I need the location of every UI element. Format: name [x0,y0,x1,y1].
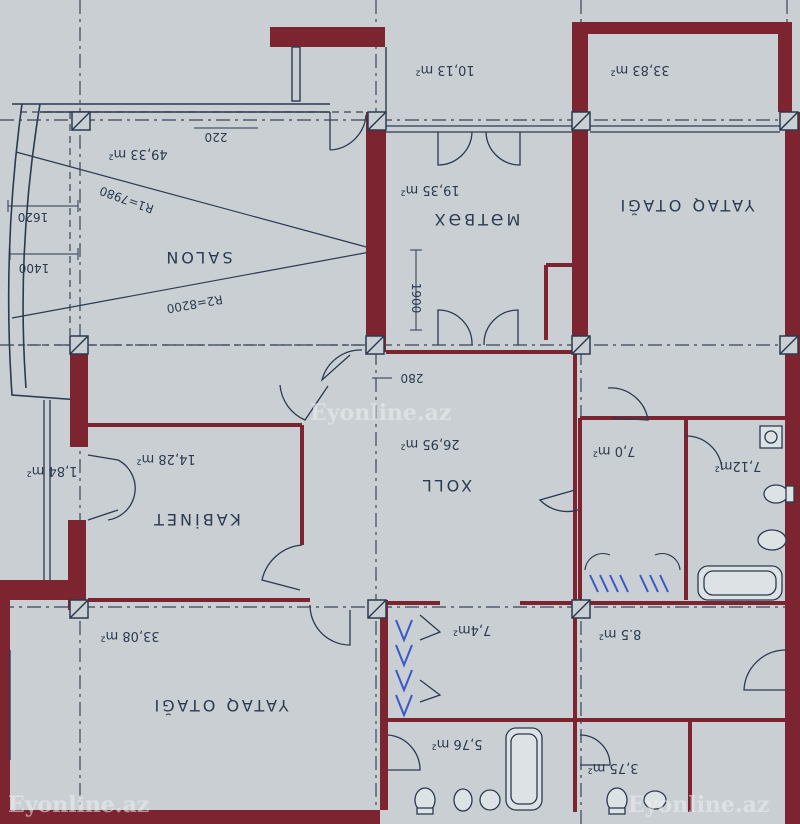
wall-left-low [68,520,86,610]
area-bath-small: 3,75 m² [588,760,639,775]
door-salon-hall [279,349,363,421]
watermark-center: Eyonline.az [310,400,451,426]
wall-right [785,112,800,824]
column [365,335,385,355]
toilet-icon [414,787,436,815]
column [71,111,91,131]
toilet-icon [763,484,795,504]
area-small-left: 1,84 m² [27,463,78,478]
area-yataq-top: 33,83 m² [610,62,669,77]
room-name-kabinet: KABİNET [151,510,241,529]
columns [69,111,799,619]
room-name-salon: SALON [163,248,232,267]
door-bath-small [579,734,611,766]
toilet-icon [606,787,628,815]
sink-icon [757,529,787,551]
area-bath-bottom: 5,76 m² [432,736,483,751]
bidet-icon [453,788,473,812]
door-room-85 [743,649,787,691]
door-kabinet [87,454,136,521]
area-salon: 49,33 m² [108,146,167,161]
area-wc-top: 7,0 m² [593,443,636,458]
wall-right-upper [778,22,792,112]
windows [9,125,780,760]
dim-1620: 1620 [18,210,49,224]
area-closet: 7,4m² [453,622,492,637]
area-xoll: 26,95 m² [400,436,459,451]
wardrobe-marks [395,574,669,718]
column [571,599,591,619]
column [69,599,89,619]
door-wc [538,387,649,513]
area-kabinet: 14,28 m² [136,451,195,466]
wardrobe-doors [584,552,681,571]
door-salon-balcony [329,112,367,151]
partitions [88,263,785,812]
column [571,335,591,355]
area-matbax: 19,35 m² [400,182,459,197]
radius-lines [11,151,371,319]
room-name-xoll: XOLL [420,476,472,495]
door-bath-bottom [387,734,421,771]
room-name-matbax: MƏTBƏX [432,210,521,229]
column [69,335,89,355]
fixtures [414,425,795,815]
wall-kitchen-left [366,112,386,352]
column [367,111,387,131]
labels: SALON 49,33 m² MƏTBƏX 19,35 m² YATAQ OTA… [18,62,762,775]
wall-top-left [270,27,385,47]
sink-icon [479,789,501,811]
watermarks: Eyonline.az Eyonline.az Eyonline.az [8,400,769,818]
door-kitchen-top [437,131,521,166]
walls [0,22,800,824]
room-name-yataq-bottom: YATAQ OTAĞI [151,696,289,715]
wall-left-bottom [0,600,10,824]
dim-220: 220 [205,130,228,144]
door-closet [419,614,442,703]
wall-corner-left [0,580,70,600]
dim-1400: 1400 [19,261,50,275]
wall-kitchen-right [572,22,588,352]
watermark-bottom-right: Eyonline.az [628,792,769,818]
column [571,111,591,131]
door-kabinet-hall [261,544,303,591]
watermark-bottom-left: Eyonline.az [8,792,149,818]
dim-280: 280 [401,371,424,385]
bathtub-icon [697,565,783,601]
room-name-yataq-top: YATAQ OTAĞI [617,196,755,215]
doors [87,112,787,771]
area-yataq-bottom: 33,08 m² [100,628,159,643]
dimension-lines [7,127,422,379]
balcony-rail [291,46,387,112]
area-room-85: 8.5 m² [599,626,642,641]
column [779,335,799,355]
dim-1900: 1900 [409,283,423,314]
wall-bottom [0,810,380,824]
washer-icon [759,425,783,449]
sink-icon [643,790,667,810]
door-bedroom-hall [309,604,351,646]
wall-top-right [576,22,786,34]
wall-closet [380,600,388,810]
area-bath-top: 7,12m² [715,458,762,473]
wall-left-mid [70,337,88,447]
door-kitchen-bottom [437,309,519,346]
column [779,111,799,131]
area-balcony-top: 10,13 m² [415,62,474,77]
bathtub-icon [505,727,543,811]
door-bath-top [685,435,723,471]
column [367,599,387,619]
